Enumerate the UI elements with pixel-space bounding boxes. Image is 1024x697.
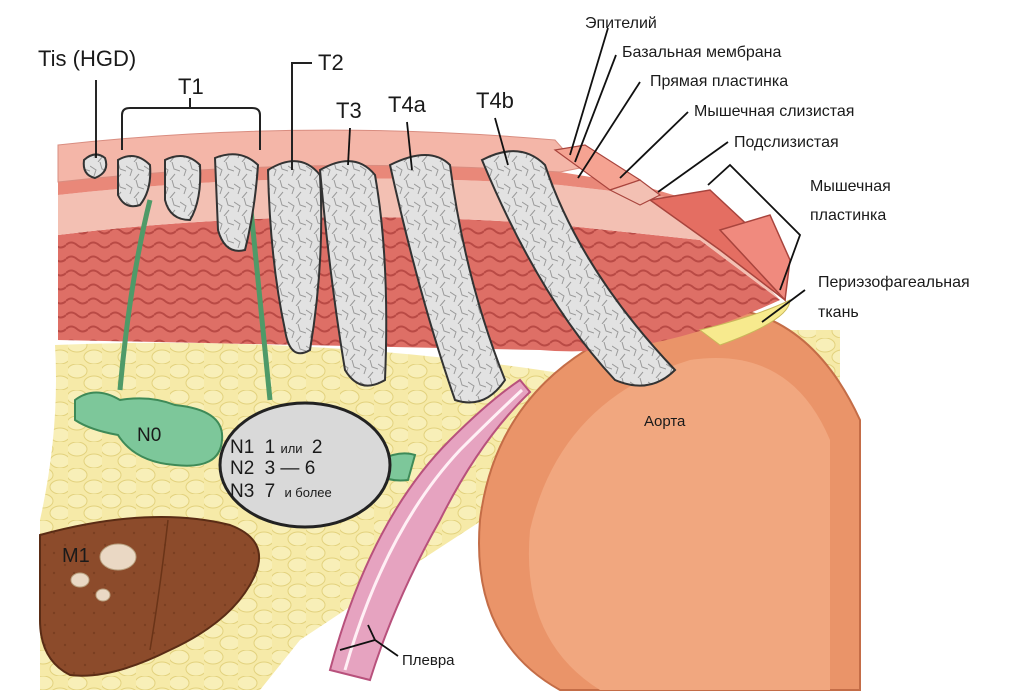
label-pleura: Плевра: [402, 652, 455, 669]
lymphatic-vessel: [247, 199, 273, 401]
lymph-node-n0: [74, 391, 224, 467]
tumor-tis: [82, 153, 108, 180]
tumor-t2: [266, 160, 323, 355]
pleura: [328, 378, 532, 682]
label-n1-row: N1 1 или 2: [230, 437, 322, 458]
label-aorta: Аорта: [644, 413, 686, 430]
liver-metastases: [70, 543, 137, 602]
label-muscularis-propria-1: Мышечная: [810, 178, 891, 195]
tumor-t1b-1: [164, 155, 202, 222]
tumor-t3: [318, 160, 388, 387]
label-n0: N0: [137, 425, 161, 446]
t1-bracket: [121, 98, 261, 150]
tumors: [82, 150, 677, 404]
label-n3-row: N3 7 и более: [230, 481, 332, 502]
n2-code: N2: [230, 458, 254, 479]
tumor-t1b-2: [213, 153, 260, 252]
tumor-t4b: [480, 150, 677, 387]
n1-a: 1: [265, 437, 276, 458]
lymphatic-vessel: [117, 199, 153, 391]
label-submucosa: Подслизистая: [734, 134, 839, 151]
aorta-lumen: [528, 357, 830, 690]
label-m1: M1: [62, 545, 90, 567]
tumor-t4a: [388, 154, 507, 404]
label-muscularis-propria-2: пластинка: [810, 207, 886, 224]
t2-bracket: [291, 62, 312, 170]
label-t4b: T4b: [476, 88, 514, 113]
liver: [39, 516, 260, 677]
n3-num: 7: [265, 481, 276, 502]
label-epithelium: Эпителий: [585, 15, 657, 32]
n3-code: N3: [230, 481, 254, 502]
lymph-node-n-staging: [218, 401, 392, 529]
n1-b: 2: [312, 437, 323, 458]
label-basement-membrane: Базальная мембрана: [622, 44, 781, 61]
label-n2-row: N2 3 — 6: [230, 458, 315, 479]
n3-rest: и более: [284, 485, 331, 500]
label-lamina-propria: Прямая пластинка: [650, 73, 788, 90]
label-tis: Tis (HGD): [38, 46, 136, 71]
label-muscularis-mucosae: Мышечная слизистая: [694, 103, 854, 120]
label-t3: T3: [336, 98, 362, 123]
n1-or: или: [280, 441, 302, 456]
label-t4a: T4a: [388, 92, 427, 117]
n1-code: N1: [230, 437, 254, 458]
tumor-t1a: [117, 155, 152, 208]
n2-range: 3 — 6: [265, 458, 316, 479]
label-t2: T2: [318, 50, 344, 75]
label-t1: T1: [178, 74, 204, 99]
label-periesophageal-1: Периэзофагеальная: [818, 274, 970, 291]
label-periesophageal-2: ткань: [818, 304, 859, 321]
